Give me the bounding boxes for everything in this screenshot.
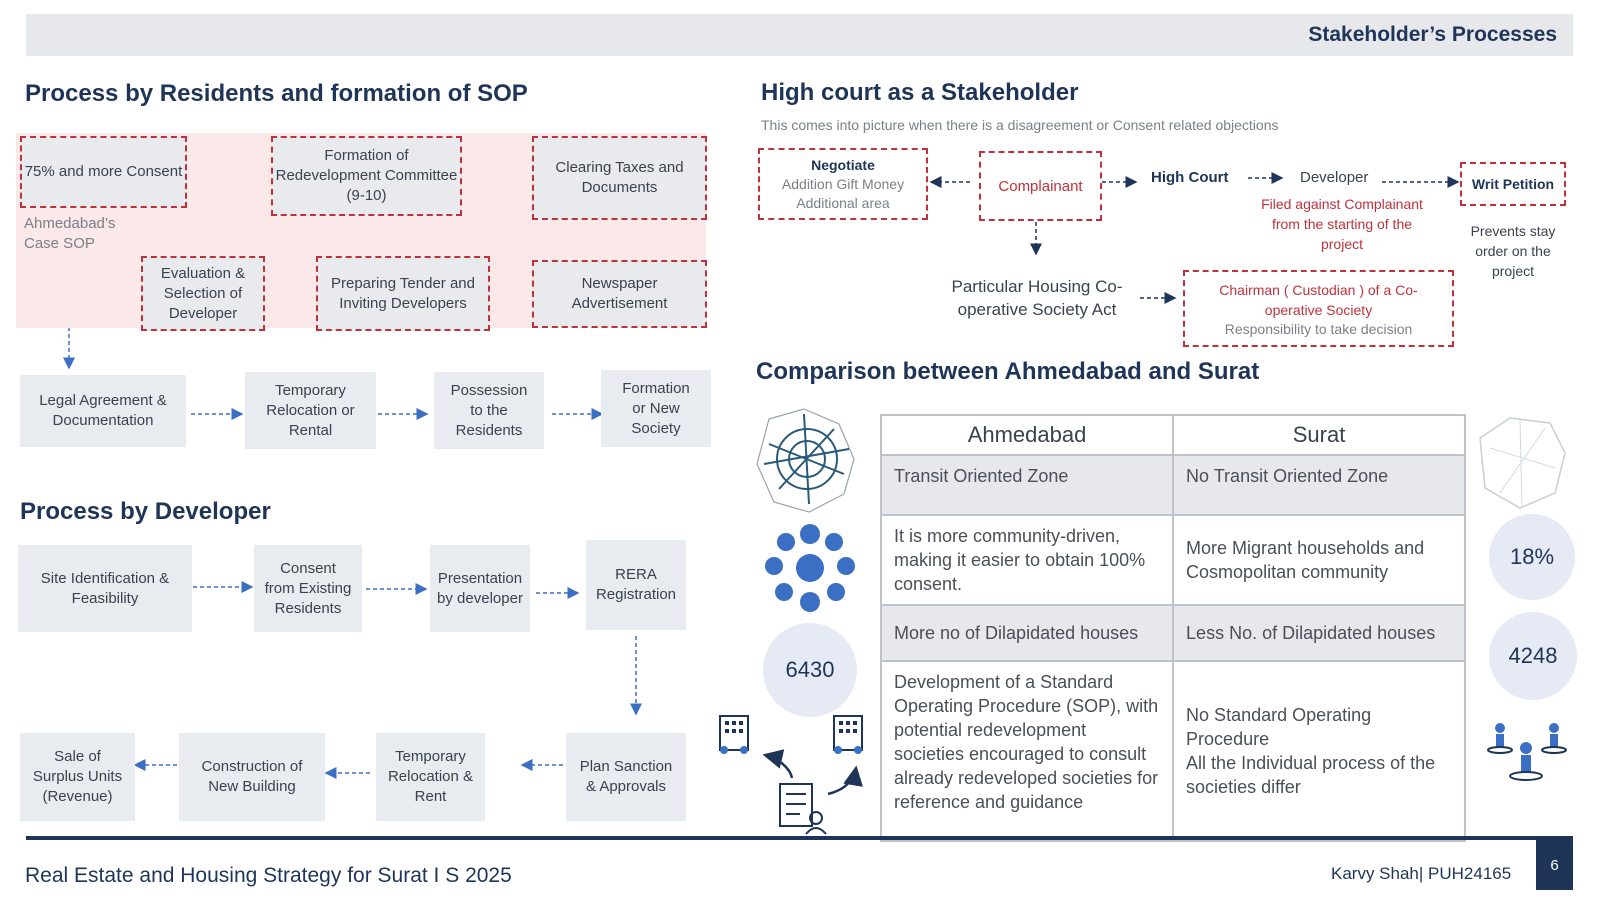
chairman-note: Responsibility to take decision bbox=[1224, 321, 1413, 337]
step-label: Sale of Surplus Units (Revenue) bbox=[32, 748, 123, 805]
step-label: Legal Agreement & Documentation bbox=[39, 392, 167, 429]
complainant-label: Complainant bbox=[998, 177, 1083, 195]
surat-map-icon bbox=[1479, 417, 1566, 509]
negotiate-line2: Additional area bbox=[796, 195, 890, 211]
table-cell: More no of Dilapidated houses bbox=[879, 604, 1175, 662]
dev-step-rera: RERA Registration bbox=[586, 540, 686, 630]
step-label: Preparing Tender and Inviting Developers bbox=[331, 274, 475, 312]
developer-note: Filed against Complainant from the start… bbox=[1261, 196, 1423, 252]
chairman-label: Chairman ( Custodian ) of a Co-operative… bbox=[1219, 282, 1418, 318]
table-cell: Development of a Standard Operating Proc… bbox=[879, 660, 1175, 842]
step-label: Temporary Relocation or Rental bbox=[266, 381, 355, 439]
table-row: Transit Oriented Zone No Transit Oriente… bbox=[879, 454, 1466, 516]
court-title: High court as a Stakeholder bbox=[761, 79, 1079, 106]
footer-divider bbox=[26, 836, 1573, 840]
header-bar: Stakeholder’s Processes bbox=[26, 14, 1573, 56]
step-possession: Possession to the Residents bbox=[434, 372, 544, 449]
negotiate-title: Negotiate bbox=[811, 157, 875, 173]
step-label: Formation or New Society bbox=[622, 379, 690, 437]
stat-surat-houses: 4248 bbox=[1489, 612, 1577, 700]
negotiate-line1: Addition Gift Money bbox=[781, 176, 905, 192]
footer-title: Real Estate and Housing Strategy for Sur… bbox=[25, 864, 512, 887]
step-label: Site Identification & Feasibility bbox=[40, 569, 170, 607]
step-relocation: Temporary Relocation or Rental bbox=[245, 372, 376, 449]
writ-note: Prevents stay order on the project bbox=[1470, 223, 1556, 279]
table-row: Development of a Standard Operating Proc… bbox=[879, 660, 1466, 842]
step-label: Formation of Redevelopment Committee (9-… bbox=[275, 147, 458, 204]
page-number: 6 bbox=[1536, 840, 1573, 890]
dev-step-presentation: Presentation by developer bbox=[430, 545, 530, 632]
dev-step-relocation: Temporary Relocation & Rent bbox=[376, 733, 485, 821]
footer-author: Karvy Shah| PUH24165 bbox=[1331, 864, 1512, 883]
step-clearing-taxes: Clearing Taxes and Documents bbox=[532, 136, 707, 220]
community-icon bbox=[765, 524, 855, 612]
people-icon bbox=[1487, 723, 1567, 781]
step-tender: Preparing Tender and Inviting Developers bbox=[316, 256, 490, 331]
court-subtitle: This comes into picture when there is a … bbox=[761, 117, 1279, 133]
table-cell: No Standard Operating Procedure All the … bbox=[1172, 660, 1466, 842]
step-label: Construction of New Building bbox=[201, 758, 303, 795]
building-icon bbox=[719, 715, 749, 754]
developer-label: Developer bbox=[1300, 169, 1369, 186]
step-label: Consent from Existing Residents bbox=[264, 559, 352, 617]
step-label: Possession to the Residents bbox=[450, 381, 528, 439]
header-ahmedabad: Ahmedabad bbox=[879, 414, 1175, 456]
building-icon bbox=[833, 715, 863, 754]
step-label: Clearing Taxes and Documents bbox=[555, 159, 684, 196]
sop-note: Ahmedabad’s Case SOP bbox=[24, 215, 116, 252]
developer-title: Process by Developer bbox=[20, 498, 271, 525]
negotiate-box: Negotiate Addition Gift Money Additional… bbox=[758, 148, 928, 220]
writ-petition-box: Writ Petition bbox=[1460, 162, 1566, 206]
step-new-society: Formation or New Society bbox=[601, 370, 711, 447]
dev-step-sanction: Plan Sanction & Approvals bbox=[566, 733, 686, 821]
table-cell: More Migrant households and Cosmopolitan… bbox=[1172, 514, 1466, 606]
step-consent: 75% and more Consent bbox=[20, 136, 187, 208]
header-title: Stakeholder’s Processes bbox=[1308, 23, 1557, 46]
complainant-box: Complainant bbox=[979, 151, 1102, 221]
ahmedabad-map-icon bbox=[756, 408, 855, 513]
table-row: It is more community-driven, making it e… bbox=[879, 514, 1466, 606]
stat-surat-percent: 18% bbox=[1489, 514, 1575, 600]
step-label: Plan Sanction & Approvals bbox=[579, 758, 673, 795]
high-court-label: High Court bbox=[1151, 169, 1229, 186]
step-label: Temporary Relocation & Rent bbox=[387, 748, 474, 805]
step-legal: Legal Agreement & Documentation bbox=[20, 375, 186, 447]
comparison-title: Comparison between Ahmedabad and Surat bbox=[756, 358, 1260, 385]
dev-step-consent: Consent from Existing Residents bbox=[254, 545, 362, 632]
table-cell: Less No. of Dilapidated houses bbox=[1172, 604, 1466, 662]
residents-title: Process by Residents and formation of SO… bbox=[25, 80, 528, 107]
dev-step-site: Site Identification & Feasibility bbox=[18, 545, 192, 632]
society-act: Particular Housing Co-operative Society … bbox=[951, 277, 1123, 319]
checklist-icon bbox=[779, 783, 827, 835]
step-evaluation: Evaluation & Selection of Developer bbox=[141, 256, 265, 331]
step-label: Presentation by developer bbox=[437, 569, 523, 607]
table-cell: It is more community-driven, making it e… bbox=[879, 514, 1175, 606]
step-newspaper: Newspaper Advertisement bbox=[532, 260, 707, 328]
step-label: Evaluation & Selection of Developer bbox=[160, 264, 246, 322]
table-row: More no of Dilapidated houses Less No. o… bbox=[879, 604, 1466, 662]
dev-step-construction: Construction of New Building bbox=[179, 733, 325, 821]
table-cell: Transit Oriented Zone bbox=[879, 454, 1175, 516]
header-surat: Surat bbox=[1172, 414, 1466, 456]
dev-step-sale: Sale of Surplus Units (Revenue) bbox=[20, 733, 135, 821]
comparison-table: Ahmedabad Surat Transit Oriented Zone No… bbox=[879, 414, 1466, 842]
stat-ahmedabad-houses: 6430 bbox=[763, 623, 857, 717]
step-label: Newspaper Advertisement bbox=[571, 275, 668, 312]
step-label: RERA Registration bbox=[595, 566, 677, 603]
writ-label: Writ Petition bbox=[1471, 176, 1555, 192]
chairman-box: Chairman ( Custodian ) of a Co-operative… bbox=[1183, 270, 1454, 347]
step-label: 75% and more Consent bbox=[24, 163, 183, 180]
step-committee: Formation of Redevelopment Committee (9-… bbox=[271, 136, 462, 216]
table-cell: No Transit Oriented Zone bbox=[1172, 454, 1466, 516]
